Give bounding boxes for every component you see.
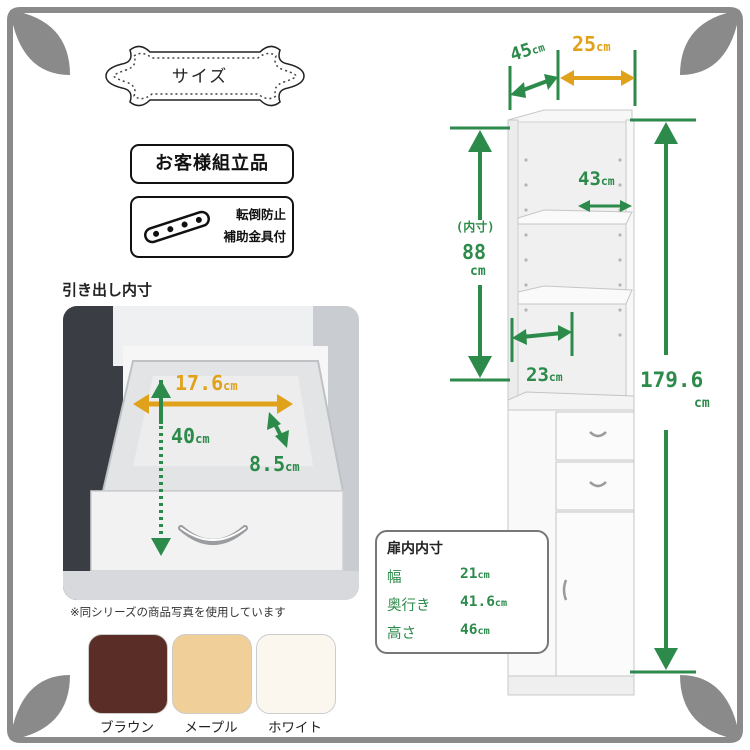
door-inner-row-height: 高さ 46cm (387, 622, 490, 642)
drawer-photo: 17.6cm 40cm 8.5cm (63, 306, 359, 600)
door-inner-row-width: 幅 21cm (387, 566, 490, 586)
drawer-width-arrow (133, 380, 293, 556)
drawer-depth-label: 40cm (171, 424, 210, 448)
frame-corner-bl (10, 675, 70, 740)
shelf-width-label: 25cm (572, 32, 611, 56)
drawer-height-label: 8.5cm (249, 452, 300, 476)
anti-tip-label: 転倒防止 補助金具付 (223, 207, 286, 244)
swatch-white (256, 634, 336, 714)
shelf-dimension-arrows (450, 50, 696, 674)
swatch-maple (172, 634, 252, 714)
photo-note: ※同シリーズの商品写真を使用しています (70, 605, 286, 619)
total-height-unit: cm (694, 396, 710, 411)
title-plaque (105, 45, 305, 107)
shelf-inner-height-unit: cm (470, 264, 486, 279)
anti-tip-badge: 転倒防止 補助金具付 (130, 196, 294, 258)
total-height-label: 179.6 (640, 368, 704, 392)
drawer-width-label: 17.6cm (175, 371, 238, 395)
door-inner-heading: 扉内内寸 (387, 541, 443, 557)
shelf-inner-depth-label: 23cm (526, 364, 563, 386)
bracket-icon (144, 210, 210, 244)
swatch-label-maple: メープル (184, 720, 238, 736)
shelf-inner-note: (内寸) (456, 220, 495, 234)
shelf-inner-height-label: 88 (462, 240, 487, 264)
swatch-label-white: ホワイト (268, 720, 322, 736)
drawer-inner-label: 引き出し内寸 (62, 281, 153, 299)
door-inner-row-depth: 奥行き 41.6cm (387, 594, 508, 614)
swatch-brown (88, 634, 168, 714)
swatch-label-brown: ブラウン (100, 720, 154, 736)
frame-corner-tr (680, 10, 740, 75)
frame-corner-tl (10, 10, 70, 75)
frame-corner-br (680, 675, 740, 740)
shelf-inner-width-label: 43cm (578, 168, 615, 190)
page-title: サイズ (171, 67, 229, 87)
door-inner-size-box: 扉内内寸 幅 21cm 奥行き 41.6cm 高さ 46cm (375, 530, 549, 654)
assembly-required-badge: お客様組立品 (130, 144, 294, 184)
drawer-illustration (63, 306, 359, 600)
